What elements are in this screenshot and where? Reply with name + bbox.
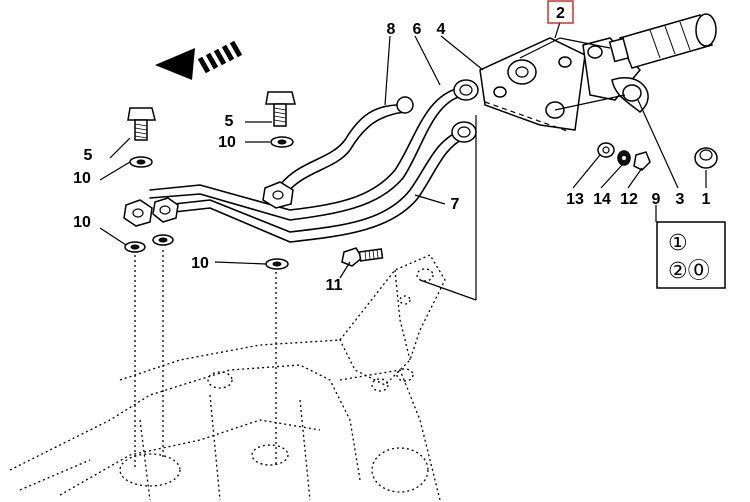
washer-10-mid-left bbox=[124, 241, 146, 253]
callout-8: 8 bbox=[387, 21, 396, 38]
washer-13 bbox=[597, 142, 615, 158]
callout-1: 1 bbox=[702, 191, 711, 208]
solenoid-coil bbox=[608, 13, 717, 69]
direction-arrow-icon bbox=[155, 40, 243, 80]
callout-5-right: 5 bbox=[225, 113, 234, 130]
legend-box bbox=[656, 221, 726, 289]
fitting-8 bbox=[396, 96, 414, 114]
callout-10-mid-left: 10 bbox=[73, 214, 91, 231]
callout-6: 6 bbox=[413, 21, 422, 38]
callout-13: 13 bbox=[566, 191, 584, 208]
alignment-lines bbox=[134, 115, 477, 470]
legend-row-2: ②⓪ bbox=[668, 259, 710, 284]
callout-9: 9 bbox=[652, 191, 661, 208]
washer-10-top-right bbox=[270, 136, 294, 148]
fitting-nut-6 bbox=[453, 79, 479, 101]
washer-14 bbox=[617, 150, 631, 166]
callout-3: 3 bbox=[676, 191, 685, 208]
callout-10-top-right: 10 bbox=[218, 134, 236, 151]
bolt-5-right bbox=[265, 91, 296, 127]
callout-5-left: 5 bbox=[84, 147, 93, 164]
pipe-6 bbox=[149, 87, 463, 221]
pipe-8 bbox=[279, 104, 406, 196]
pipe-7 bbox=[164, 129, 466, 243]
fitting-nut-7 bbox=[451, 121, 477, 143]
valve-body bbox=[479, 37, 586, 133]
cap-1 bbox=[694, 147, 718, 169]
assembly-number-box bbox=[547, 0, 574, 24]
callout-12: 12 bbox=[620, 191, 638, 208]
legend-row-1: ① bbox=[668, 231, 688, 256]
banjo-fitting-left bbox=[123, 197, 179, 227]
callout-10-bottom: 10 bbox=[191, 255, 209, 272]
bolt-5-left bbox=[127, 107, 156, 141]
tractor-frame-outline bbox=[9, 339, 441, 501]
support-bracket bbox=[339, 254, 446, 386]
callout-4: 4 bbox=[437, 21, 446, 38]
leader-lines bbox=[99, 21, 707, 279]
washer-10-mid bbox=[152, 234, 174, 246]
callout-7: 7 bbox=[451, 196, 460, 213]
callout-11: 11 bbox=[326, 277, 343, 294]
assembly-number: 2 bbox=[556, 5, 565, 22]
banjo-fitting-right bbox=[262, 181, 294, 209]
washer-10-top-left bbox=[129, 156, 153, 168]
callout-10-top-left: 10 bbox=[73, 170, 91, 187]
bolt-11 bbox=[341, 247, 384, 267]
washer-10-bottom bbox=[265, 258, 289, 270]
callout-14: 14 bbox=[593, 191, 611, 208]
nut-12 bbox=[633, 151, 651, 171]
